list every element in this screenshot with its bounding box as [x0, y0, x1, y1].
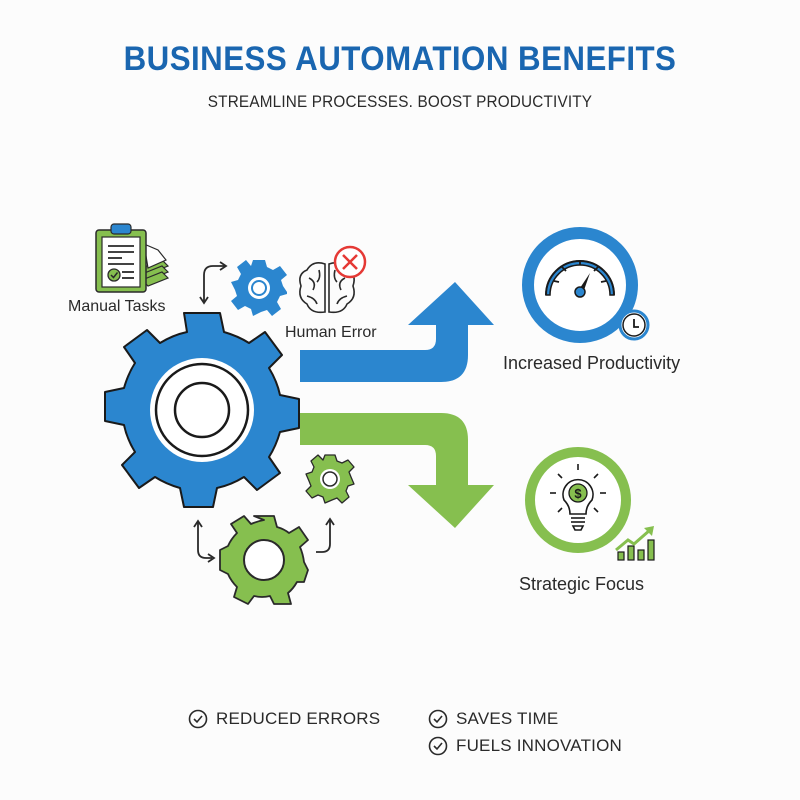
benefit-label: FUELS INNOVATION	[456, 736, 622, 755]
large-gear-icon	[104, 312, 300, 508]
error-x-icon	[333, 245, 367, 279]
human-error-label: Human Error	[285, 324, 377, 341]
check-circle-icon	[428, 736, 448, 756]
page-subtitle: STREAMLINE PROCESSES. BOOST PRODUCTIVITY	[207, 92, 593, 111]
page-title: BUSINESS AUTOMATION BENEFITS	[123, 40, 677, 78]
benefit-label: REDUCED ERRORS	[216, 709, 381, 728]
lightbulb-dollar-icon: $	[525, 447, 631, 553]
benefit-saves-time: SAVES TIME	[428, 709, 558, 729]
benefit-label: SAVES TIME	[456, 709, 559, 728]
growth-chart-icon	[615, 526, 655, 561]
speedometer-clock-icon	[522, 227, 638, 343]
manual-tasks-label: Manual Tasks	[68, 298, 166, 315]
strategic-focus-label: Strategic Focus	[519, 574, 645, 594]
clipboard-checklist-icon	[95, 223, 170, 293]
check-circle-icon	[428, 709, 448, 729]
cycle-arrow-bottom-right	[316, 517, 335, 553]
increased-productivity-label: Increased Productivity	[503, 353, 681, 373]
cycle-arrow-top	[199, 261, 228, 305]
benefit-fuels-innovation: FUELS INNOVATION	[428, 736, 622, 756]
green-down-arrow	[300, 413, 494, 528]
clock-icon	[618, 309, 650, 341]
cycle-arrow-bottom-left	[193, 519, 216, 563]
small-blue-gear-icon	[231, 260, 287, 316]
small-green-gear-icon	[305, 454, 355, 504]
medium-green-gear-icon	[219, 515, 309, 605]
check-circle-icon	[188, 709, 208, 729]
benefit-reduced-errors: REDUCED ERRORS	[188, 709, 380, 729]
blue-up-arrow	[300, 282, 494, 382]
svg-text:$: $	[574, 486, 582, 501]
